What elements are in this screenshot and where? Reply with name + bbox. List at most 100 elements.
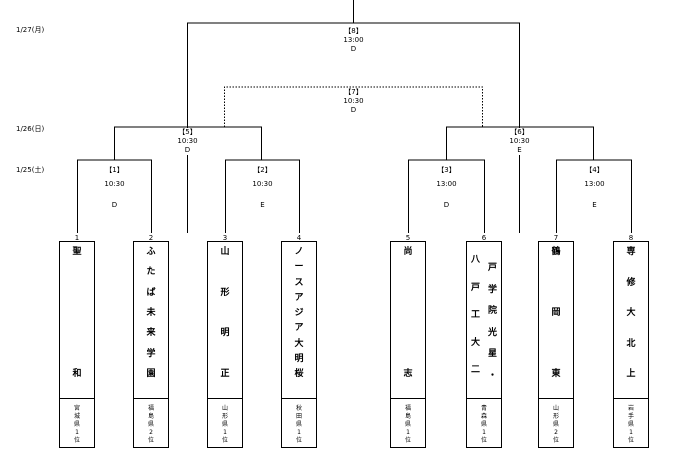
match-court: E — [517, 146, 522, 154]
seed-number-3: 3 — [222, 234, 228, 242]
match-court: D — [350, 106, 357, 114]
team-prefecture-char: 山 — [552, 405, 559, 412]
team-name: 尚志 — [391, 242, 425, 398]
match-court: D — [350, 45, 357, 53]
match-number: 【8】 — [344, 27, 363, 35]
match-court: E — [592, 201, 597, 209]
team-name-char: 山 — [220, 247, 230, 257]
team-name: 鶴岡東 — [539, 242, 573, 398]
date-jan25: 1/25(土) — [16, 166, 45, 174]
team-name-char: ー — [294, 262, 304, 273]
team-name-char: 明 — [294, 353, 304, 364]
team-name-char: 岡 — [551, 308, 561, 318]
team-prefecture-char: 秋 — [295, 405, 302, 412]
team-name-char: 鶴 — [551, 247, 561, 257]
team-prefecture-char: 手 — [627, 413, 634, 420]
third-place-connector — [224, 86, 483, 127]
team-name: ノースアジア大明桜 — [282, 242, 316, 398]
team-prefecture-char: 位 — [147, 437, 154, 444]
match-2-label: 【2】 10:30 E — [242, 166, 283, 210]
team-name: 聖和 — [60, 242, 94, 398]
seed-number-1: 1 — [74, 234, 80, 242]
team-name-char: 光 — [487, 327, 497, 338]
team-name-char: 修 — [626, 277, 636, 288]
team-prefecture-char: 1 — [297, 429, 301, 436]
team-prefecture-char: 1 — [629, 429, 633, 436]
match-number: 【6】 — [510, 128, 529, 136]
team-prefecture-char: 形 — [552, 413, 559, 420]
team-prefecture-char: 県 — [147, 421, 154, 428]
team-prefecture-char: 位 — [221, 437, 228, 444]
match-3-label: 【3】 13:00 D — [426, 166, 467, 210]
match-6-label: 【6】 10:30 E — [499, 128, 540, 155]
match-time: 13:00 — [436, 180, 457, 188]
team-prefecture-char: 形 — [221, 413, 228, 420]
match-number: 【4】 — [585, 166, 604, 174]
match-time: 10:30 — [343, 97, 364, 105]
match-number: 【5】 — [178, 128, 197, 136]
match-number: 【3】 — [437, 166, 456, 174]
team-name-char: 専 — [626, 247, 636, 257]
team-prefecture-char: 位 — [295, 437, 302, 444]
team-name-char: ア — [294, 292, 304, 303]
team-prefecture-char: 福 — [147, 405, 154, 412]
team-prefecture-char: 2 — [149, 429, 153, 436]
match-time: 10:30 — [104, 180, 125, 188]
team-name-char: ・ — [487, 371, 497, 381]
match-court: D — [111, 201, 118, 209]
team-prefecture-char: 島 — [147, 413, 154, 420]
team-name-char: ノ — [294, 247, 304, 257]
match-6-connector — [446, 126, 594, 160]
match-time: 10:30 — [509, 137, 530, 145]
team-prefecture-char: 城 — [73, 413, 80, 420]
team-name-char: 戸 — [487, 263, 497, 273]
team-name-char: 大 — [470, 337, 480, 348]
team-name-char: 志 — [403, 369, 413, 379]
team-name-char: 学 — [146, 348, 156, 359]
team-prefecture-char: 福 — [404, 405, 411, 412]
final-connector — [187, 22, 520, 233]
team-name-char: 園 — [146, 369, 156, 379]
team-name-char: 大 — [626, 308, 636, 318]
team-name-char: 東 — [551, 369, 561, 379]
team-prefecture-char: 2 — [554, 429, 558, 436]
team-name-char: 大 — [294, 338, 304, 349]
team-name-char: ス — [294, 277, 304, 288]
team-prefecture-char: 岩 — [627, 405, 634, 412]
seed-number-7: 7 — [553, 234, 559, 242]
team-prefecture-char: 県 — [552, 421, 559, 428]
match-5-label: 【5】 10:30 D — [167, 128, 208, 155]
match-number: 【1】 — [105, 166, 124, 174]
match-4-connector — [556, 159, 632, 233]
team-prefecture-char: 青 — [480, 405, 487, 412]
team-prefecture-char: 1 — [75, 429, 79, 436]
team-prefecture-char: 県 — [221, 421, 228, 428]
team-name-char: 北 — [626, 338, 636, 349]
date-jan26: 1/26(日) — [16, 125, 45, 133]
seed-number-4: 4 — [296, 234, 302, 242]
team-name-char: 星 — [487, 349, 497, 360]
team-prefecture-char: 田 — [295, 413, 302, 420]
seed-number-2: 2 — [148, 234, 154, 242]
team-prefecture-char: 位 — [480, 437, 487, 444]
team-name-char: 和 — [72, 369, 82, 379]
team-name-char: た — [146, 267, 156, 278]
team-prefecture-char: 位 — [552, 437, 559, 444]
team-name-char: 形 — [220, 287, 230, 298]
team-name-char: 聖 — [72, 247, 82, 257]
team-prefecture-char: 県 — [480, 421, 487, 428]
seed-number-6: 6 — [481, 234, 487, 242]
team-name: 山形明正 — [208, 242, 242, 398]
